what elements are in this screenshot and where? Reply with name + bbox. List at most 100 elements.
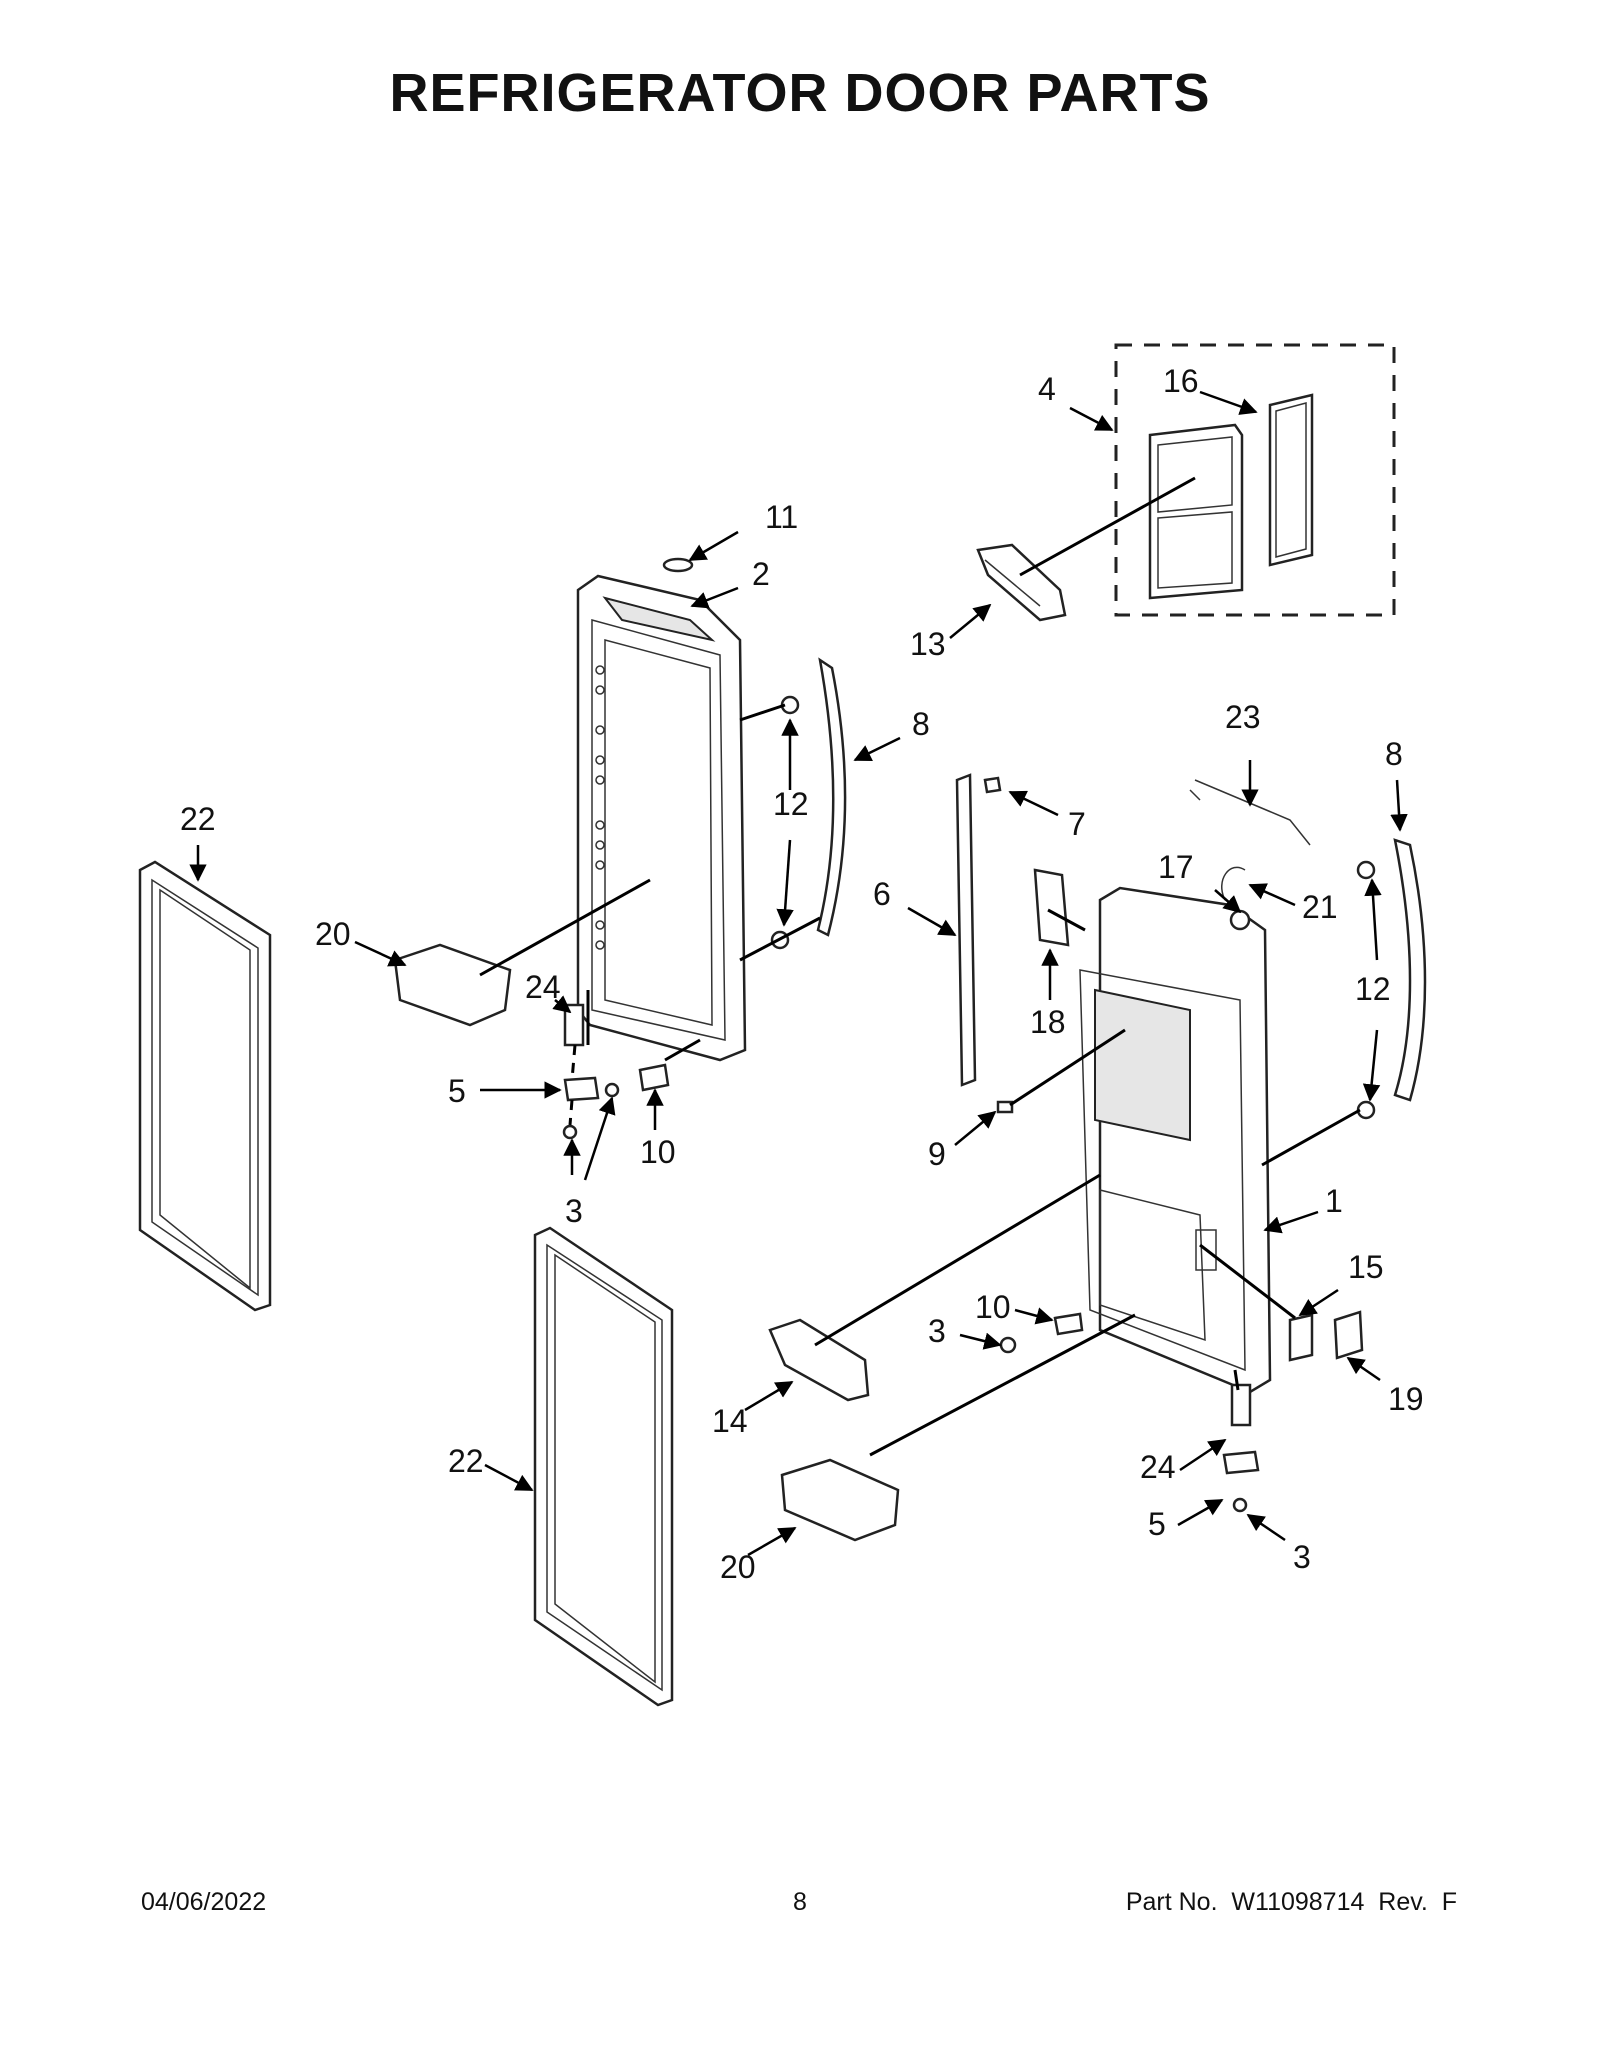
callout-5-right: 5 (1148, 1506, 1166, 1542)
callout-arrow (959, 1332, 1002, 1350)
leader-line (869, 1313, 1136, 1457)
callout-1: 1 (1325, 1183, 1343, 1219)
callout-20-right: 20 (720, 1549, 756, 1585)
part-22-gasket-right (533, 1226, 674, 1707)
callout-17: 17 (1158, 849, 1194, 885)
part-23-wire-harness (1189, 779, 1311, 846)
callout-13: 13 (910, 626, 946, 662)
callout-23: 23 (1225, 699, 1261, 735)
part-3-screw-middle (999, 1336, 1017, 1354)
callout-arrow (949, 603, 992, 639)
leader-line (1019, 476, 1196, 577)
callout-3-middle: 3 (928, 1313, 946, 1349)
callout-arrow (484, 1463, 534, 1492)
callout-10-left: 10 (640, 1134, 676, 1170)
callout-arrow (552, 995, 572, 1014)
leader-line (1199, 1243, 1296, 1320)
callout-11: 11 (765, 499, 798, 535)
door-bin-assembly-box (1114, 343, 1396, 617)
part-19-cover (1333, 1310, 1364, 1360)
callout-arrow (853, 736, 901, 762)
leader-line (739, 703, 786, 722)
part-1-right-door (1079, 886, 1272, 1394)
part-15-cover (1288, 1313, 1314, 1362)
part-18-control-board (1033, 868, 1070, 947)
footer-date: 04/06/2022 (141, 1888, 267, 1916)
callout-arrow (1346, 1356, 1381, 1382)
callout-24-right: 24 (1140, 1449, 1176, 1485)
callout-arrow (690, 586, 739, 609)
callout-arrow (1179, 1438, 1227, 1472)
callout-arrow (688, 530, 739, 562)
callout-arrow (1069, 406, 1114, 432)
part-3-screw-left-a (562, 1124, 578, 1140)
callout-arrow (747, 1526, 797, 1557)
callout-12-right: 12 (1355, 971, 1391, 1007)
leader-line (664, 1038, 701, 1062)
footer-page-number: 8 (793, 1888, 807, 1916)
leader-line (1009, 1028, 1126, 1107)
callout-20-left: 20 (315, 916, 351, 952)
callout-arrow (1364, 878, 1382, 961)
callout-16: 16 (1163, 363, 1199, 399)
callout-5-left: 5 (448, 1073, 466, 1109)
callout-arrow (1390, 779, 1408, 832)
part-16-frame (1268, 393, 1314, 567)
part-2-left-door-liner (576, 574, 747, 1062)
callout-12-left: 12 (773, 786, 809, 822)
callout-10-right: 10 (975, 1289, 1011, 1325)
part-3-screw-left-b (604, 1082, 620, 1098)
callout-8-left: 8 (912, 706, 930, 742)
part-12-mount-bottom-right (1356, 1100, 1376, 1120)
leader-line (570, 1044, 577, 1081)
callout-arrow (744, 1380, 794, 1412)
callout-arrow (1248, 883, 1296, 907)
callout-24-left: 24 (525, 969, 561, 1005)
callout-arrow (1008, 790, 1059, 817)
callout-6: 6 (873, 876, 891, 912)
part-6-hinge-strip (955, 773, 977, 1087)
part-5-plate-left (563, 1076, 600, 1102)
callout-arrow (776, 839, 794, 927)
callout-arrow (354, 940, 407, 967)
part-20-bin-right (780, 1458, 900, 1542)
callout-8-right: 8 (1385, 736, 1403, 772)
callout-3-right: 3 (1293, 1539, 1311, 1575)
callout-arrow (1177, 1498, 1224, 1527)
part-20-bin-left (393, 943, 512, 1027)
part-7-screw (983, 776, 1002, 794)
callout-7: 7 (1068, 806, 1086, 842)
footer-part-number: Part No. W11098714 Rev. F (1125, 1888, 1457, 1916)
callout-arrow (907, 906, 957, 937)
callout-9: 9 (928, 1136, 946, 1172)
part-21-tube (1221, 866, 1246, 901)
callout-22-right: 22 (448, 1443, 484, 1479)
part-10-block-right (1053, 1312, 1084, 1336)
part-17-cap (1229, 909, 1251, 931)
callout-19: 19 (1388, 1381, 1424, 1417)
part-14-door-bin (768, 1318, 870, 1402)
leader-line (568, 1099, 574, 1126)
part-8-right-handle (1393, 838, 1427, 1102)
part-4-panel (1148, 423, 1244, 600)
leader-line (1261, 1108, 1361, 1167)
page-title: REFRIGERATOR DOOR PARTS (389, 63, 1211, 123)
part-3-screw-right (1232, 1497, 1248, 1513)
callout-arrow (583, 1096, 616, 1181)
callout-arrow (1263, 1210, 1319, 1234)
part-10-block-left (638, 1063, 670, 1092)
callout-arrow (954, 1110, 997, 1146)
part-11-cap (662, 557, 694, 573)
callout-arrow (1362, 1029, 1381, 1102)
part-5-plate-right (1222, 1450, 1260, 1475)
callout-2: 2 (752, 556, 770, 592)
leader-line (1047, 908, 1086, 932)
callout-22-left: 22 (180, 801, 216, 837)
part-22-gasket-left (138, 860, 272, 1312)
callout-21: 21 (1302, 889, 1338, 925)
part-13-door-bin (976, 543, 1067, 622)
part-8-left-handle (816, 657, 847, 937)
callout-arrow (1214, 889, 1242, 914)
callout-arrow (1246, 1513, 1286, 1542)
